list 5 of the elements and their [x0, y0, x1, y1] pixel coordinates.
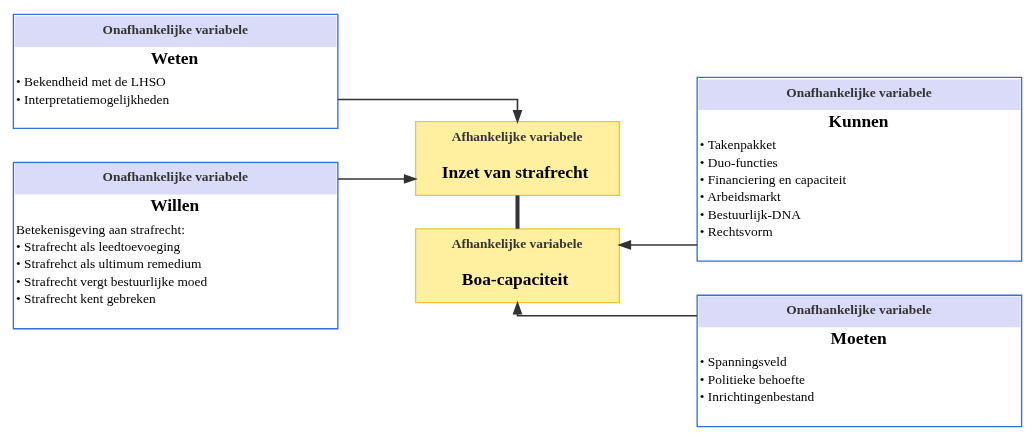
arrow — [337, 98, 523, 124]
arrow — [512, 300, 698, 317]
connector — [515, 195, 520, 229]
arrow — [617, 240, 698, 250]
arrow — [337, 174, 418, 184]
